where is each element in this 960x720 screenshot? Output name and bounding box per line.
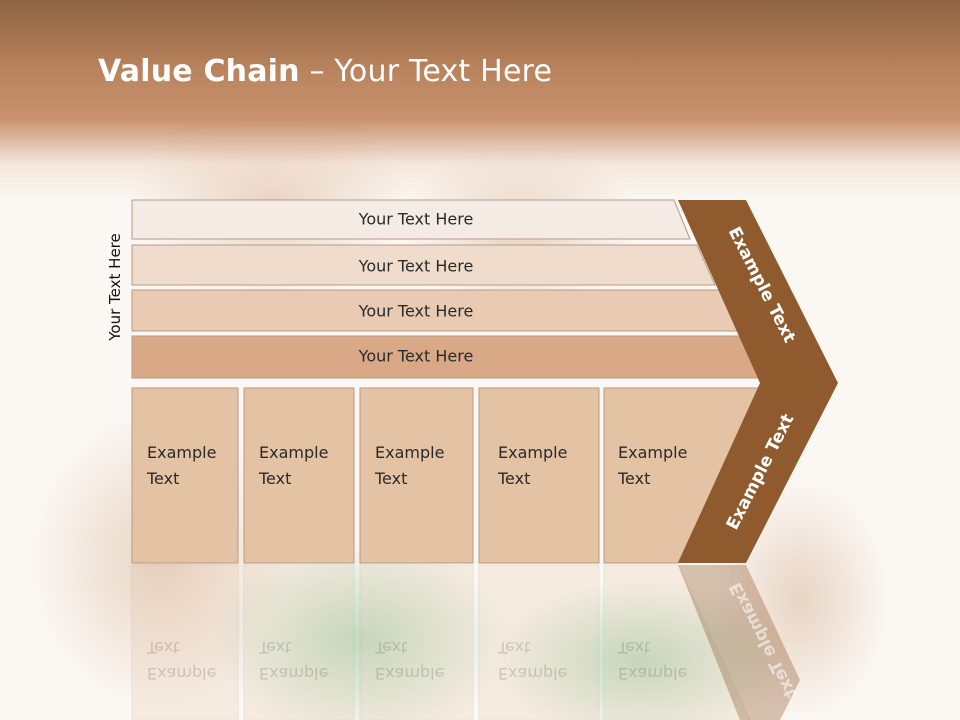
support-row-2-shape [131, 244, 716, 286]
cells-reflection [131, 564, 751, 720]
title-rest: – Your Text Here [299, 54, 553, 89]
support-row-2-label: Your Text Here [358, 256, 474, 276]
header-band [0, 0, 960, 200]
primary-cell-3-shape [359, 387, 474, 564]
primary-cell-2-shape [243, 387, 355, 564]
margin-chevron-shape [678, 200, 838, 563]
support-row-3-label: Your Text Here [358, 301, 474, 321]
page-title: Value Chain – Your Text Here [98, 54, 552, 89]
primary-cell-1-shape [131, 387, 239, 564]
margin-chevron-reflection [678, 565, 800, 720]
title-bold: Value Chain [98, 54, 300, 89]
support-row-1-shape [131, 199, 691, 240]
support-row-4-label: Your Text Here [358, 346, 474, 366]
support-row-1-label: Your Text Here [358, 209, 474, 229]
primary-cell-4-shape [478, 387, 600, 564]
